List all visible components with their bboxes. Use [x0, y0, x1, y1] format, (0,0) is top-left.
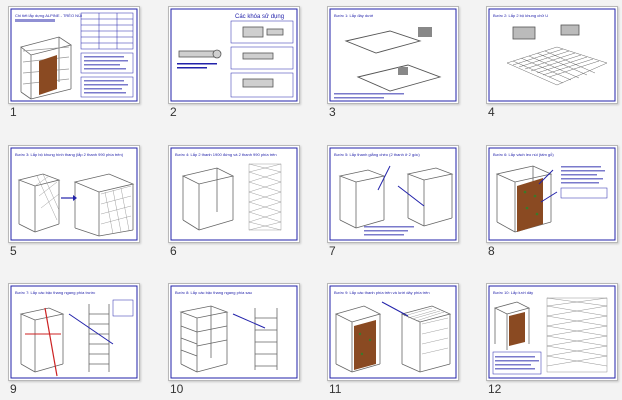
slide-6-drawing: Bước 4: Lắp 2 thanh 1900 đứng và 2 thanh…: [170, 147, 298, 241]
slide-12-title: Bước 10: Lắp lưới dây: [493, 290, 533, 295]
slide-7-preview: Bước 5: Lắp thanh giằng chéo (2 thanh ở …: [327, 145, 459, 243]
slide-1-drawing: Chi tiết lắp dựng ALPINE - TRÈO NÚI: [10, 8, 138, 102]
slide-8-title: Bước 6: Lắp vách leo núi (tấm gỗ): [493, 152, 554, 157]
slide-6-title: Bước 4: Lắp 2 thanh 1900 đứng và 2 thanh…: [175, 152, 277, 157]
slide-4-drawing: Bước 2: Lắp 2 bộ khung chữ U: [488, 8, 616, 102]
slide-number: 6: [170, 244, 177, 258]
slide-number: 12: [488, 382, 502, 396]
slide-12-preview: Bước 10: Lắp lưới dây: [486, 283, 618, 381]
slide-5-title: Bước 3: Lắp bộ khung hình thang (lắp 2 t…: [15, 152, 124, 157]
slide-8-drawing: Bước 6: Lắp vách leo núi (tấm gỗ): [488, 147, 616, 241]
slide-3-preview: Bước 1: Lắp đáy dưới: [327, 6, 459, 104]
slide-number: 10: [170, 382, 184, 396]
slide-1-title: Chi tiết lắp dựng ALPINE - TRÈO NÚI: [15, 13, 82, 18]
slide-number: 3: [329, 105, 336, 119]
slide-7-drawing: Bước 5: Lắp thanh giằng chéo (2 thanh ở …: [329, 147, 457, 241]
slide-7-title: Bước 5: Lắp thanh giằng chéo (2 thanh ở …: [334, 152, 420, 157]
slide-10-preview: Bước 8: Lắp các bậc thang ngang phía sau: [168, 283, 300, 381]
slide-2-preview: Các khóa sử dụng: [168, 6, 300, 104]
slide-9-title: Bước 7: Lắp các bậc thang ngang phía trư…: [15, 290, 95, 295]
slide-6-preview: Bước 4: Lắp 2 thanh 1900 đứng và 2 thanh…: [168, 145, 300, 243]
slide-5-preview: Bước 3: Lắp bộ khung hình thang (lắp 2 t…: [8, 145, 140, 243]
slide-10-title: Bước 8: Lắp các bậc thang ngang phía sau: [175, 290, 252, 295]
slide-number: 1: [10, 105, 17, 119]
slide-11-preview: Bước 9: Lắp các thanh phía trên và lưới …: [327, 283, 459, 381]
slide-3-drawing: Bước 1: Lắp đáy dưới: [329, 8, 457, 102]
slide-number: 8: [488, 244, 495, 258]
slide-1-preview: Chi tiết lắp dựng ALPINE - TRÈO NÚI: [8, 6, 140, 104]
slide-4-title: Bước 2: Lắp 2 bộ khung chữ U: [493, 13, 548, 18]
slide-10-drawing: Bước 8: Lắp các bậc thang ngang phía sau: [170, 285, 298, 379]
slide-5-drawing: Bước 3: Lắp bộ khung hình thang (lắp 2 t…: [10, 147, 138, 241]
slide-4-preview: Bước 2: Lắp 2 bộ khung chữ U: [486, 6, 618, 104]
slide-number: 5: [10, 244, 17, 258]
slide-11-title: Bước 9: Lắp các thanh phía trên và lưới …: [334, 290, 430, 295]
slide-number: 7: [329, 244, 336, 258]
slide-number: 9: [10, 382, 17, 396]
slide-12-drawing: Bước 10: Lắp lưới dây: [488, 285, 616, 379]
slide-2-drawing: Các khóa sử dụng: [170, 8, 298, 102]
slide-8-preview: Bước 6: Lắp vách leo núi (tấm gỗ): [486, 145, 618, 243]
slide-number: 11: [329, 382, 342, 396]
slide-number: 2: [170, 105, 177, 119]
slide-number: 4: [488, 105, 495, 119]
slide-3-title: Bước 1: Lắp đáy dưới: [334, 13, 373, 18]
slide-2-title: Các khóa sử dụng: [235, 13, 284, 20]
slide-9-preview: Bước 7: Lắp các bậc thang ngang phía trư…: [8, 283, 140, 381]
slide-11-drawing: Bước 9: Lắp các thanh phía trên và lưới …: [329, 285, 457, 379]
slide-9-drawing: Bước 7: Lắp các bậc thang ngang phía trư…: [10, 285, 138, 379]
